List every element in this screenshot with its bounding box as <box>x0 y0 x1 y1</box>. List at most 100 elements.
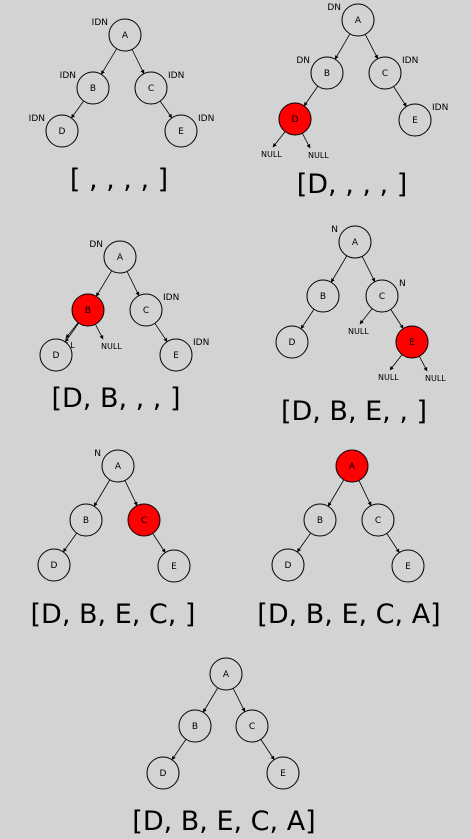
node-label: C <box>143 306 149 316</box>
node-tag-c: N <box>399 279 406 289</box>
node-tag-c: IDN <box>402 56 418 66</box>
node-c: C <box>365 279 399 313</box>
node-label: E <box>280 769 286 779</box>
node-label: A <box>122 31 129 41</box>
node-label: C <box>382 69 388 79</box>
edge-a-c <box>358 480 372 506</box>
node-circle <box>178 709 212 743</box>
traversal-result: [ , , , , ] <box>70 164 168 195</box>
node-e: E <box>164 114 198 148</box>
node-tag-c: IDN <box>168 71 184 81</box>
node-tag-e: IDN <box>193 338 209 348</box>
edge-b-d <box>300 309 315 330</box>
node-b: B <box>306 279 340 313</box>
node-c: C <box>235 709 269 743</box>
null-label: NULL <box>261 150 282 159</box>
node-c: C <box>129 293 163 327</box>
null-arrow <box>272 131 286 148</box>
node-circle <box>398 103 432 137</box>
edge-a-c <box>232 688 246 713</box>
node-e: E <box>398 103 432 137</box>
node-circle <box>391 549 425 583</box>
node-circle <box>76 71 110 105</box>
node-circle <box>306 279 340 313</box>
node-e: E <box>391 549 425 583</box>
node-circle <box>235 709 269 743</box>
node-tag-a: IDN <box>92 18 108 28</box>
node-tag-a: DN <box>89 240 103 250</box>
edge-a-c <box>124 480 138 506</box>
node-d: D <box>275 325 309 359</box>
node-label: A <box>115 462 122 472</box>
node-label: D <box>53 351 60 361</box>
node-circle <box>338 225 372 259</box>
edge-c-e <box>393 86 407 107</box>
null-label: NULL <box>378 373 399 382</box>
node-tag-d: IDN <box>29 114 45 124</box>
node-label: A <box>349 462 356 472</box>
edge-a-b <box>327 479 345 507</box>
node-circle <box>310 56 344 90</box>
node-label: C <box>249 722 255 732</box>
null-arrow <box>301 133 311 149</box>
node-tag-a: N <box>94 449 101 459</box>
node-d: D <box>39 338 73 372</box>
node-e: E <box>159 338 193 372</box>
node-tag-a: N <box>331 225 338 235</box>
traversal-step-3: NULLNULLADNBCIDNDEIDN[D, B, , , ] <box>39 240 209 414</box>
null-arrow <box>418 356 428 372</box>
edge-a-b <box>202 687 219 713</box>
node-a: A <box>341 3 375 37</box>
edge-b-d <box>303 85 319 107</box>
node-circle <box>69 503 103 537</box>
edge-a-c <box>361 256 376 283</box>
traversal-result: [D, B, E, C, A] <box>257 599 440 630</box>
node-label: E <box>171 562 177 572</box>
traversal-result: [D, B, E, , ] <box>281 396 427 427</box>
node-label: A <box>117 253 124 263</box>
node-c: C <box>127 503 161 537</box>
node-circle <box>103 240 137 274</box>
node-a: A <box>335 449 369 483</box>
traversal-result: [D, B, E, C, ] <box>31 599 196 630</box>
node-circle <box>275 325 309 359</box>
edge-a-b <box>95 270 113 297</box>
node-circle <box>368 56 402 90</box>
node-label: B <box>317 516 323 526</box>
node-label: B <box>320 292 326 302</box>
node-circle <box>303 503 337 537</box>
node-circle <box>164 114 198 148</box>
node-circle <box>146 756 180 790</box>
edge-a-b <box>100 48 118 75</box>
traversal-result: [D, , , , ] <box>297 169 408 200</box>
node-circle <box>395 325 429 359</box>
null-label: NULL <box>348 327 369 336</box>
node-label: B <box>192 722 198 732</box>
node-e: E <box>157 549 191 583</box>
node-label: D <box>289 338 296 348</box>
edge-a-b <box>330 255 348 283</box>
node-c: C <box>368 56 402 90</box>
node-a: A <box>209 657 243 691</box>
edge-b-d <box>71 100 84 119</box>
node-label: D <box>292 115 299 125</box>
node-label: D <box>160 769 167 779</box>
null-label: NULL <box>308 151 329 160</box>
node-tag-e: IDN <box>432 103 448 113</box>
node-d: D <box>37 548 71 582</box>
node-a: A <box>338 225 372 259</box>
node-tag-a: DN <box>327 3 341 13</box>
node-tag-b: IDN <box>60 71 76 81</box>
null-label: NULL <box>425 374 446 383</box>
node-a: A <box>103 240 137 274</box>
node-d: D <box>146 756 180 790</box>
node-label: A <box>223 670 230 680</box>
node-a: A <box>101 449 135 483</box>
edge-b-d <box>62 532 78 553</box>
node-circle <box>129 293 163 327</box>
edge-a-b <box>334 33 351 60</box>
